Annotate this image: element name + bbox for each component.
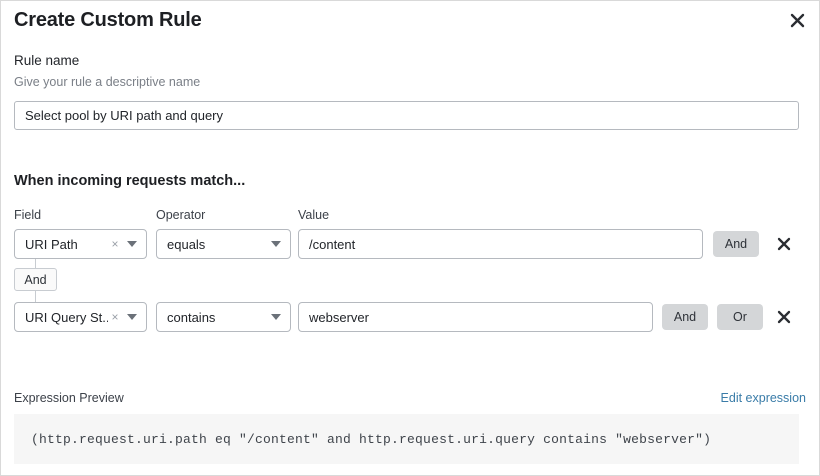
or-button-row-2[interactable]: Or (717, 304, 763, 330)
and-button-row-1[interactable]: And (713, 231, 759, 257)
delete-row-button-row-2[interactable] (773, 306, 795, 328)
column-header-value: Value (298, 208, 330, 222)
operator-select-row-2[interactable]: contains (156, 302, 291, 332)
close-icon[interactable] (784, 7, 810, 33)
field-select-value-row-1: URI Path (25, 236, 78, 252)
rule-name-input[interactable] (14, 101, 799, 130)
field-select-row-2[interactable]: URI Query St... × (14, 302, 147, 332)
operator-select-row-1[interactable]: equals (156, 229, 291, 259)
clear-icon[interactable]: × (111, 310, 119, 324)
expression-preview-text: (http.request.uri.path eq "/content" and… (14, 414, 799, 464)
expression-preview-label: Expression Preview (14, 391, 124, 405)
column-header-operator: Operator (156, 208, 206, 222)
dialog-title: Create Custom Rule (14, 9, 202, 31)
chevron-down-icon[interactable] (268, 314, 284, 320)
value-input-row-1[interactable] (298, 229, 703, 259)
chevron-down-icon[interactable] (124, 314, 140, 320)
operator-select-value-row-2: contains (167, 309, 216, 325)
column-header-field: Field (14, 208, 42, 222)
value-input-row-2[interactable] (298, 302, 653, 332)
rule-name-help-text: Give your rule a descriptive name (14, 75, 201, 89)
field-select-row-1[interactable]: URI Path × (14, 229, 147, 259)
field-select-value-row-2: URI Query St... (25, 309, 108, 325)
operator-select-value-row-1: equals (167, 236, 206, 252)
conditions-heading: When incoming requests match... (14, 173, 246, 189)
group-operator-badge[interactable]: And (14, 268, 57, 291)
and-button-row-2[interactable]: And (662, 304, 708, 330)
delete-row-button-row-1[interactable] (773, 233, 795, 255)
rule-name-label: Rule name (14, 53, 80, 68)
chevron-down-icon[interactable] (268, 241, 284, 247)
chevron-down-icon[interactable] (124, 241, 140, 247)
clear-icon[interactable]: × (111, 237, 119, 251)
edit-expression-link[interactable]: Edit expression (720, 391, 806, 405)
